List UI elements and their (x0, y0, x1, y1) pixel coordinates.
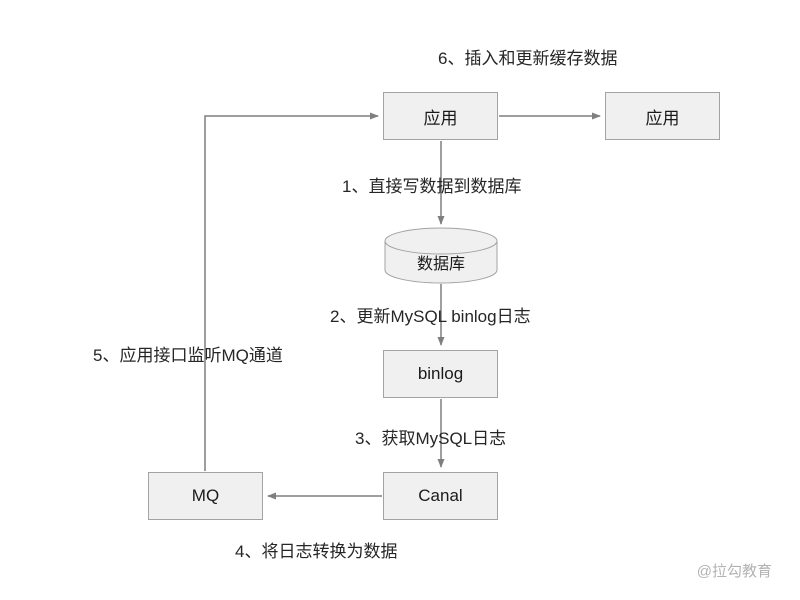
arrow-mq-to-app (204, 112, 379, 471)
label-step5: 5、应用接口监听MQ通道 (93, 346, 283, 365)
node-app-right: 应用 (605, 92, 720, 140)
node-canal: Canal (383, 472, 498, 520)
node-binlog: binlog (383, 350, 498, 398)
node-binlog-label: binlog (417, 364, 464, 383)
node-app-right-label: 应用 (645, 108, 680, 128)
watermark: @拉勾教育 (696, 563, 772, 580)
label-step3: 3、获取MySQL日志 (355, 429, 507, 448)
label-step4: 4、将日志转换为数据 (235, 542, 398, 561)
node-mq-label: MQ (191, 486, 220, 505)
node-app-left-label: 应用 (423, 108, 458, 128)
database-cylinder-icon (384, 227, 498, 284)
label-step2: 2、更新MySQL binlog日志 (330, 307, 531, 326)
label-step1: 1、直接写数据到数据库 (342, 177, 522, 196)
node-mq: MQ (148, 472, 263, 520)
node-app-left: 应用 (383, 92, 498, 140)
label-step6: 6、插入和更新缓存数据 (438, 49, 618, 68)
node-database-label: 数据库 (416, 256, 465, 273)
node-canal-label: Canal (418, 486, 463, 505)
